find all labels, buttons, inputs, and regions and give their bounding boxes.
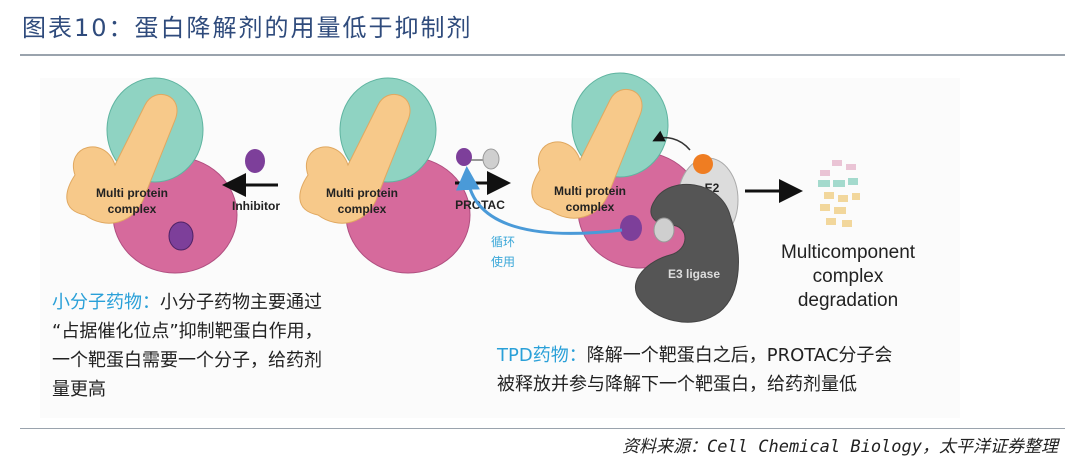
complex-label: complex [108, 202, 157, 216]
protein-complex: Multi protein complex [299, 77, 471, 274]
recycle-label: 循环 [491, 235, 515, 249]
inhibitor-molecule [245, 149, 265, 173]
degradation-label: degradation [798, 290, 898, 311]
ubiquitin [693, 154, 713, 174]
small-molecule-description: 小分子药物：小分子药物主要通过 “占据催化位点”抑制靶蛋白作用， 一个靶蛋白需要… [52, 288, 323, 404]
degraded-fragments [818, 160, 860, 227]
source-note: 资料来源：Cell Chemical Biology，太平洋证券整理 [622, 437, 1058, 457]
protein-complex-inhibited: Multi protein complex [66, 77, 238, 274]
inhibitor-label: Inhibitor [232, 199, 280, 213]
description-line: 小分子药物主要通过 [160, 292, 322, 313]
ternary-complex: Multi protein complex E2 E3 ligase [531, 72, 739, 323]
protac-bound-warhead [620, 215, 642, 241]
inhibitor-molecule-bound [168, 221, 194, 251]
degradation-label: Multicomponent [781, 242, 916, 263]
small-molecule-heading: 小分子药物： [52, 292, 160, 313]
figure-title: 图表10：蛋白降解剂的用量低于抑制剂 [22, 14, 473, 42]
description-line: 一个靶蛋白需要一个分子，给药剂 [52, 350, 322, 371]
complex-label: complex [338, 202, 387, 216]
recycle-label: 使用 [491, 254, 515, 269]
degradation-label: complex [813, 266, 884, 287]
complex-label: Multi protein [554, 184, 626, 198]
description-line: 降解一个靶蛋白之后，PROTAC分子会 [586, 345, 893, 366]
ubiquitin-transfer-arrow [652, 130, 691, 151]
tpd-description: TPD药物：降解一个靶蛋白之后，PROTAC分子会 被释放并参与降解下一个靶蛋白… [497, 341, 892, 399]
recycle-arrow [455, 166, 623, 235]
protac-bound-e3-binder [653, 217, 675, 243]
bottom-divider [20, 428, 1065, 429]
description-line: “占据催化位点”抑制靶蛋白作用， [52, 321, 323, 342]
tpd-heading: TPD药物： [497, 345, 587, 366]
e3-label: E3 ligase [668, 267, 720, 281]
complex-label: complex [566, 200, 615, 214]
description-line: 被释放并参与降解下一个靶蛋白，给药剂量低 [497, 374, 857, 395]
description-line: 量更高 [52, 379, 106, 400]
complex-label: Multi protein [326, 186, 398, 200]
protac-molecule [456, 148, 500, 170]
complex-label: Multi protein [96, 186, 168, 200]
top-divider [20, 54, 1065, 56]
